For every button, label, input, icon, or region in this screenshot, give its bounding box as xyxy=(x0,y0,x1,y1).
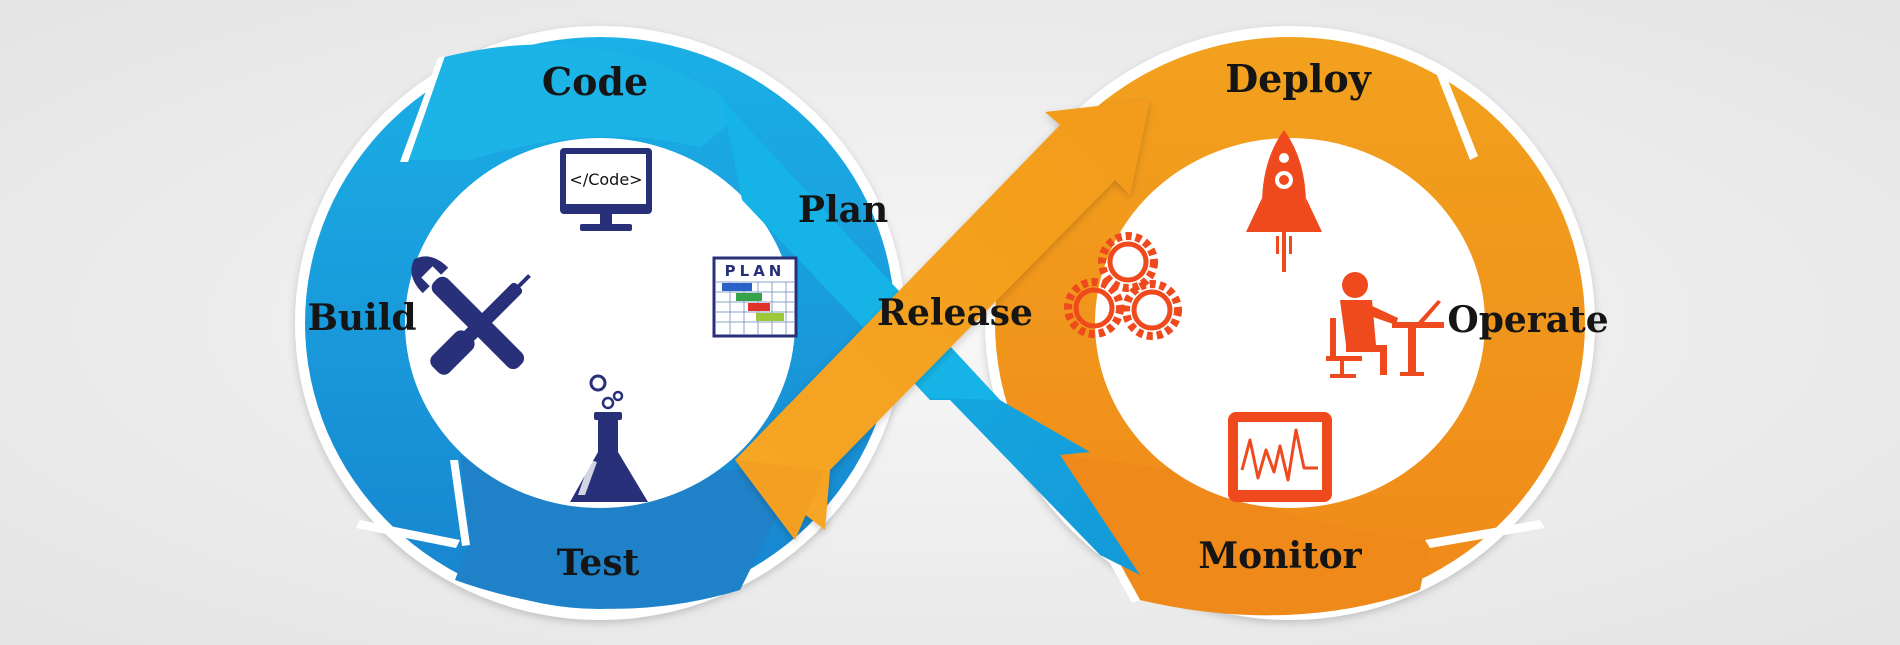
stage-label-release: Release xyxy=(877,292,1033,334)
stage-label-build: Build xyxy=(307,297,416,339)
plan-chart-icon: PLAN xyxy=(712,256,798,338)
stage-label-operate: Operate xyxy=(1447,299,1608,341)
right-loop xyxy=(995,37,1585,616)
stage-label-test: Test xyxy=(557,542,640,584)
stage-label-monitor: Monitor xyxy=(1198,535,1362,577)
rocket-icon xyxy=(1246,130,1322,272)
tools-icon xyxy=(411,256,531,375)
monitor-arrow-segment xyxy=(1060,455,1430,616)
operator-icon xyxy=(1326,272,1444,378)
stage-label-deploy: Deploy xyxy=(1225,56,1371,101)
monitor-graph-icon xyxy=(1228,412,1332,502)
stage-label-code: Code xyxy=(542,59,648,104)
code-screen-text: </Code> xyxy=(569,170,642,189)
flask-icon xyxy=(570,374,648,502)
gears-icon xyxy=(1064,232,1182,340)
monitor-icon: </Code> xyxy=(560,148,652,231)
code-arrow-segment xyxy=(400,44,735,161)
release-arrow-band xyxy=(735,100,1150,540)
plan-board-title: PLAN xyxy=(725,262,786,280)
stage-label-plan: Plan xyxy=(798,189,888,231)
